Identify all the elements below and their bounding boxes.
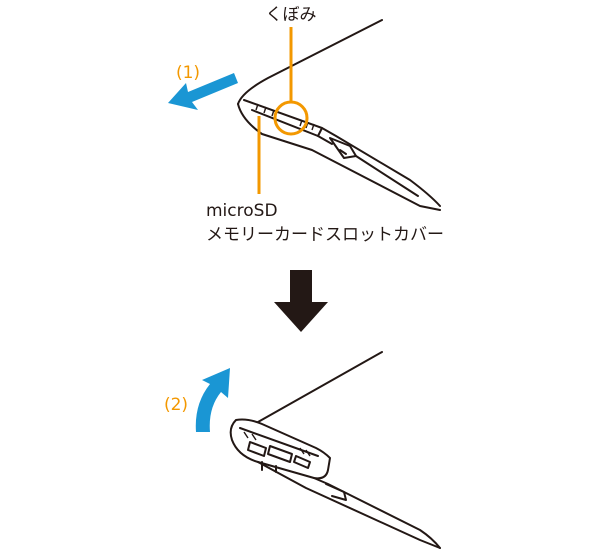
cover-label-line2: メモリーカードスロットカバー [206, 225, 444, 245]
device-top-open [229, 351, 441, 549]
dent-label: くぼみ [266, 5, 317, 25]
pull-left-arrow-icon [168, 73, 238, 110]
dent-callout [273, 27, 309, 136]
down-arrow-icon [274, 270, 328, 332]
step1-label: (1) [176, 63, 200, 83]
slot-ridges-open [243, 431, 311, 457]
device-side-closed [237, 103, 441, 211]
device-edge-top-open [257, 351, 383, 423]
device-edge-top [237, 19, 383, 105]
device-top-closed [237, 19, 441, 211]
lift-up-arrow-icon [195, 368, 230, 432]
cover-label-line1: microSD [206, 201, 278, 221]
step2-label: (2) [164, 395, 188, 415]
device-side-open [257, 461, 441, 549]
dent-circle [273, 100, 309, 136]
slot-cover-closed [243, 99, 441, 207]
slot-cover-open [229, 418, 331, 480]
